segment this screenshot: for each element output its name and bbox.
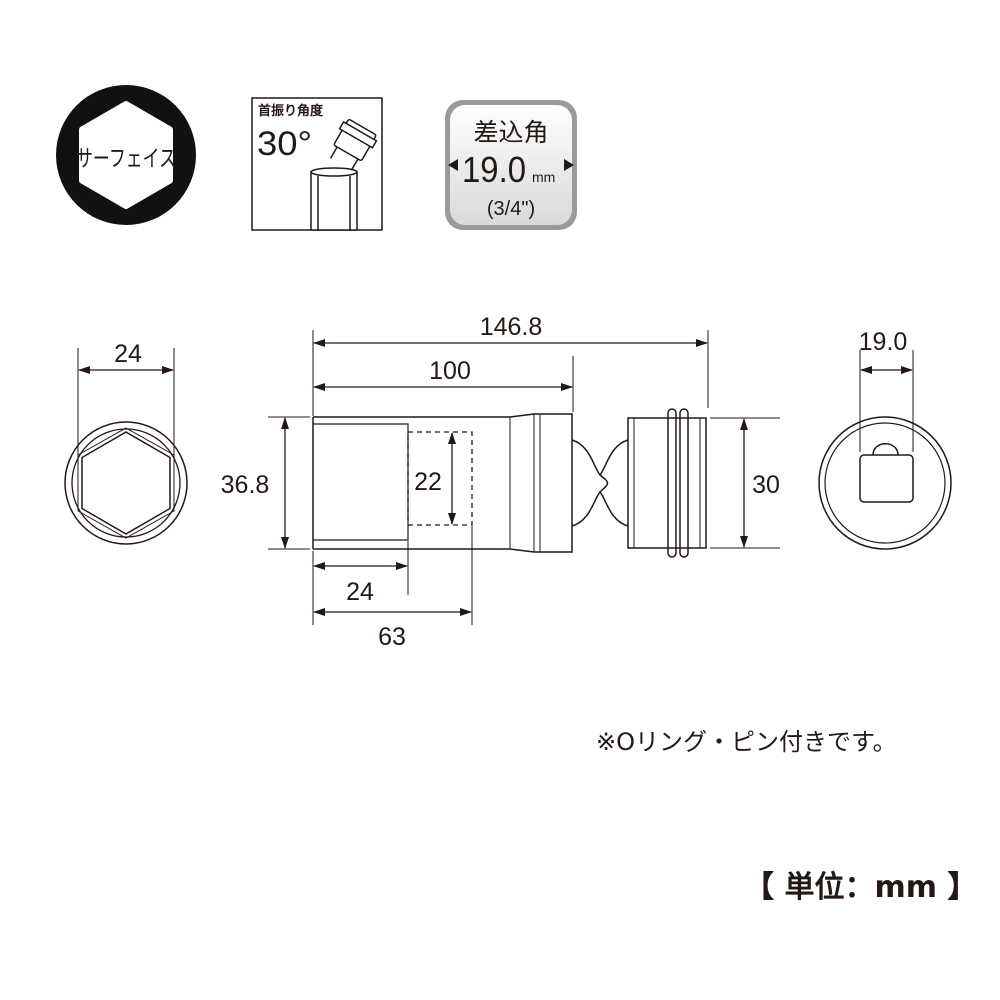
rear-view [818,350,952,550]
side-view [312,408,707,558]
drive-size-unit: mm [532,169,555,185]
surface-badge: サーフェイス [56,85,196,225]
total-length-label: 146.8 [480,313,543,341]
drive-right-arrow-icon [564,159,574,171]
drive-label: 差込角 [473,118,548,147]
bore-depth-label: 63 [378,623,406,651]
unit-label: 【 単位：mm 】 [744,870,978,905]
socket-length-label: 100 [429,357,471,385]
drive-square-label: 19.0 [859,328,908,356]
socket-diameter-label: 36.8 [221,471,270,499]
bore-diameter-label: 22 [414,468,442,496]
front-view [64,348,188,545]
swivel-angle-label: 首振り角度 [258,103,324,119]
drive-diameter-label: 30 [752,471,780,499]
front-hex-width-label: 24 [114,340,142,368]
accessory-note: ※Oリング・ピン付きです。 [596,728,897,756]
swivel-socket-icon [310,118,378,231]
drive-size-value: 19.0 [462,149,526,190]
swivel-angle-badge: 首振り角度 30° [251,97,383,231]
surface-label: サーフェイス [76,146,176,172]
side-dimensions [268,330,780,625]
swivel-angle-value: 30° [257,125,312,163]
drive-inch-value: (3/4") [487,198,535,220]
drive-size-badge: 差込角 19.0 mm (3/4") [445,100,577,230]
hex-depth-label: 24 [346,578,374,606]
drive-left-arrow-icon [448,159,458,171]
